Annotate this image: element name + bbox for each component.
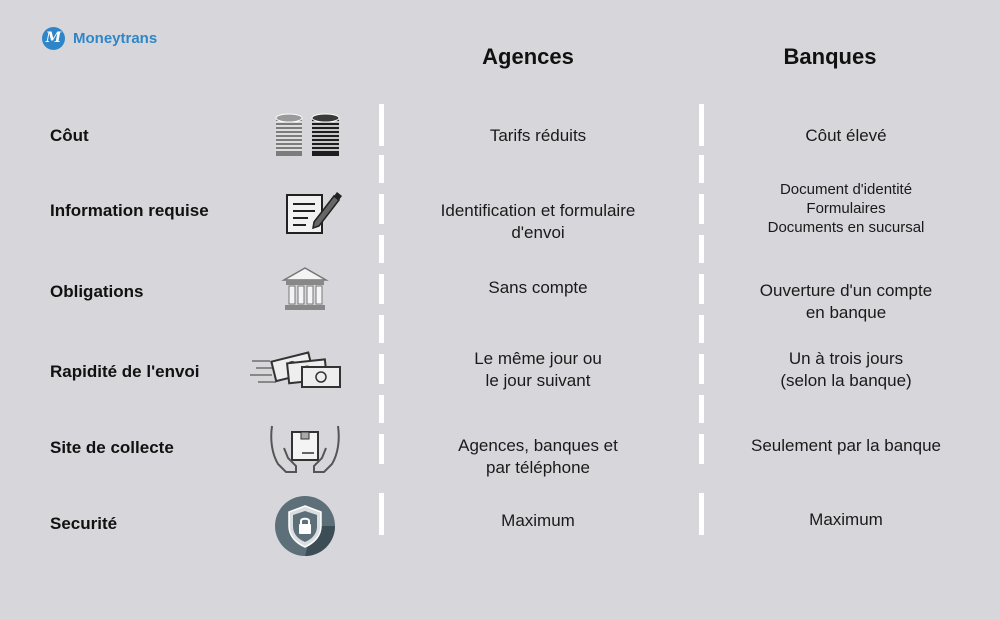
divider-right (699, 104, 704, 146)
cell-information-agences: Identification et formulaire d'envoi (440, 201, 636, 242)
shield-lock-icon (273, 494, 337, 563)
logo-mark-icon: M (42, 27, 65, 50)
row-label-cout: Côut (50, 126, 89, 145)
divider-left (379, 155, 384, 183)
divider-right (699, 274, 704, 304)
cell-cout-agences: Tarifs réduits (489, 126, 587, 145)
brand-name: Moneytrans (73, 30, 158, 47)
column-header-banques: Banques (783, 44, 877, 69)
divider-right (699, 194, 704, 224)
divider-left (379, 434, 384, 464)
cell-obligations-agences: Sans compte (488, 278, 588, 297)
cell-securite-agences: Maximum (501, 511, 575, 530)
column-header-agences: Agences (482, 44, 574, 69)
divider-left (379, 104, 384, 146)
cell-site-banques: Seulement par la banque (751, 436, 941, 455)
divider-left (379, 354, 384, 384)
divider-left (379, 274, 384, 304)
cell-obligations-banques: Ouverture d'un compte en banque (759, 281, 933, 322)
cell-cout-banques: Côut élevé (805, 126, 887, 145)
coins-icon (274, 112, 342, 163)
divider-right (699, 493, 704, 535)
divider-right (699, 315, 704, 343)
row-label-securite: Securité (50, 514, 118, 533)
row-label-site: Site de collecte (50, 438, 174, 457)
divider-left (379, 315, 384, 343)
cell-rapidite-banques: Un à trois jours (selon la banque) (780, 349, 912, 390)
divider-right (699, 434, 704, 464)
cell-site-agences: Agences, banques et par téléphone (458, 436, 618, 477)
divider-right (699, 235, 704, 263)
flying-money-icon (250, 345, 344, 398)
hands-package-icon (268, 420, 342, 483)
cell-information-banques: Document d'identité Formulaires Document… (767, 181, 925, 236)
cell-rapidite-agences: Le même jour ou le jour suivant (474, 349, 602, 390)
brand-logo[interactable]: M Moneytrans (42, 27, 157, 50)
divider-left (379, 493, 384, 535)
divider-left (379, 395, 384, 423)
row-label-rapidite: Rapidité de l'envoi (50, 362, 200, 381)
divider-right (699, 155, 704, 183)
divider-left (379, 235, 384, 263)
divider-right (699, 354, 704, 384)
divider-left (379, 194, 384, 224)
bank-icon (280, 265, 330, 320)
row-label-information: Information requise (50, 201, 209, 220)
divider-right (699, 395, 704, 423)
row-label-obligations: Obligations (50, 282, 144, 301)
form-pen-icon (284, 190, 344, 241)
cell-securite-banques: Maximum (809, 510, 883, 529)
